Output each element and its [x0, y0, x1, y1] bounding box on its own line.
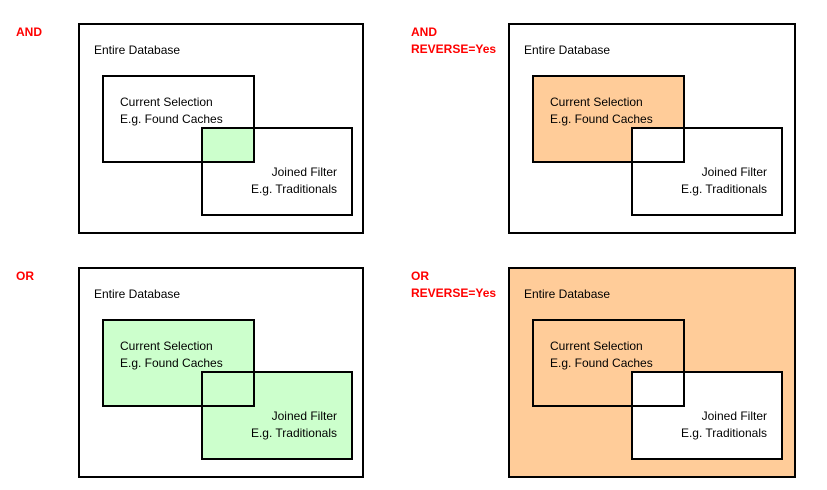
- entire-database-label: Entire Database: [524, 43, 611, 57]
- current-selection-outline: [532, 75, 685, 163]
- current-selection-label: Current Selection E.g. Found Caches: [550, 339, 653, 370]
- current-selection-outline: [102, 319, 255, 407]
- panel-label-and: AND: [16, 24, 42, 41]
- joined-filter-label: Joined Filter E.g. Traditionals: [680, 165, 767, 196]
- joined-filter-outline: [201, 127, 353, 216]
- current-selection-label: Current Selection E.g. Found Caches: [550, 95, 653, 126]
- current-selection-label: Current Selection E.g. Found Caches: [120, 339, 223, 370]
- joined-filter-label: Joined Filter E.g. Traditionals: [250, 409, 337, 440]
- current-selection-label: Current Selection E.g. Found Caches: [120, 95, 223, 126]
- panel-label-or: OR: [16, 269, 34, 283]
- joined-filter-outline: [201, 371, 353, 460]
- entire-database-label: Entire Database: [524, 287, 611, 301]
- entire-database-label: Entire Database: [94, 43, 181, 57]
- intersection-region: [203, 127, 253, 161]
- current-selection-outline: [102, 75, 255, 163]
- joined-filter-label: Joined Filter E.g. Traditionals: [250, 165, 337, 196]
- current-selection-outline: [532, 319, 685, 407]
- label-line: AND: [16, 25, 42, 39]
- joined-filter-outline: [631, 127, 783, 216]
- panel-label-and-reverse: AND REVERSE=Yes: [411, 25, 497, 56]
- joined-filter-outline: [631, 371, 783, 460]
- entire-database-label: Entire Database: [94, 287, 181, 301]
- panel-label-or-reverse: OR REVERSE=Yes: [411, 269, 497, 300]
- joined-filter-label: Joined Filter E.g. Traditionals: [680, 409, 767, 440]
